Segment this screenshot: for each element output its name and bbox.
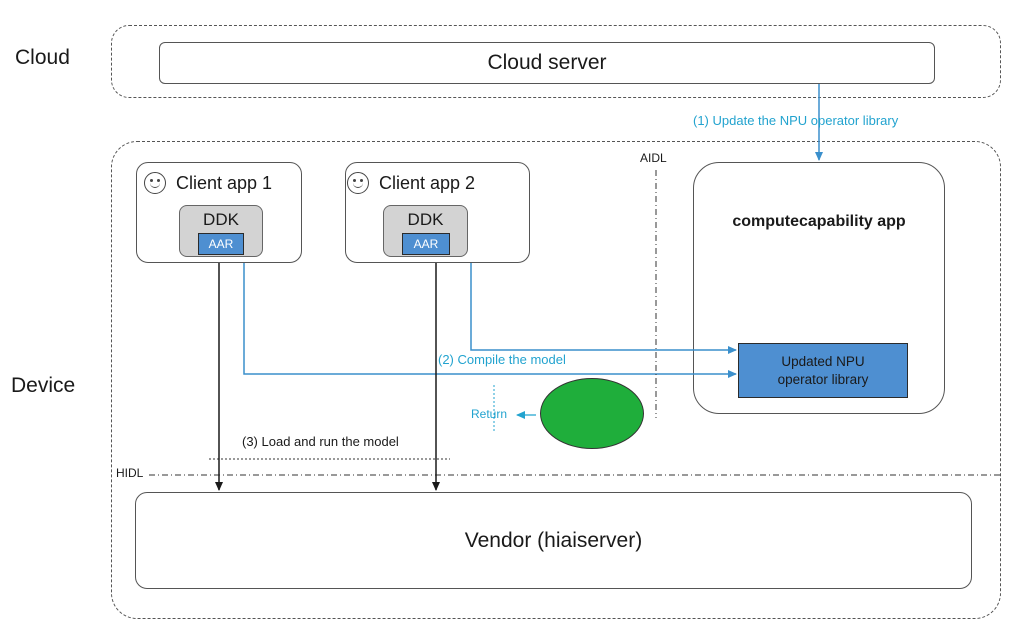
compile-arrow-client-1 (243, 263, 737, 378)
npu-operator-library-label: Updated NPU operator library (777, 353, 869, 387)
cloud-server-box: Cloud server (159, 42, 935, 84)
return-label: Return (471, 407, 508, 421)
client-app-2-ddk-label: DDK (407, 210, 444, 229)
cloud-server-label: Cloud server (487, 51, 607, 74)
cloud-region (111, 25, 1001, 98)
client-app-1-title: Client app 1 (176, 172, 273, 193)
device-region (111, 141, 1001, 619)
vendor-box: Vendor (hiaiserver) (135, 492, 972, 589)
client-app-1-header: Client app 1 (144, 172, 272, 194)
aidl-label: AIDL (640, 151, 667, 165)
client-app-1-aar: AAR (198, 233, 244, 255)
device-zone-label: Device (11, 374, 76, 397)
client-app-1-ddk: DDK AAR (179, 205, 263, 257)
client-app-2-aar: AAR (402, 233, 450, 255)
vendor-label: Vendor (hiaiserver) (464, 528, 643, 552)
client-app-2-title: Client app 2 (379, 172, 476, 193)
smiley-icon (144, 172, 166, 194)
model-ellipse (540, 378, 644, 449)
step-update-label: (1) Update the NPU operator library (693, 113, 899, 128)
client-app-1-box: Client app 1 DDK AAR (136, 162, 302, 263)
compile-arrow-client-2 (470, 263, 737, 354)
step-compile-label: (2) Compile the model (437, 352, 567, 367)
smiley-icon (347, 172, 369, 194)
client-app-1-ddk-label: DDK (203, 210, 239, 229)
client-app-2-header: Client app 2 (347, 172, 475, 194)
cloud-zone-label: Cloud (15, 46, 70, 69)
step-load-run-label: (3) Load and run the model (242, 434, 399, 449)
computecapability-app-title: computecapability app (732, 213, 906, 230)
npu-operator-library-box: Updated NPU operator library (738, 343, 908, 398)
hidl-label: HIDL (116, 466, 146, 480)
client-app-2-ddk: DDK AAR (383, 205, 468, 257)
client-app-2-box: Client app 2 DDK AAR (345, 162, 530, 263)
